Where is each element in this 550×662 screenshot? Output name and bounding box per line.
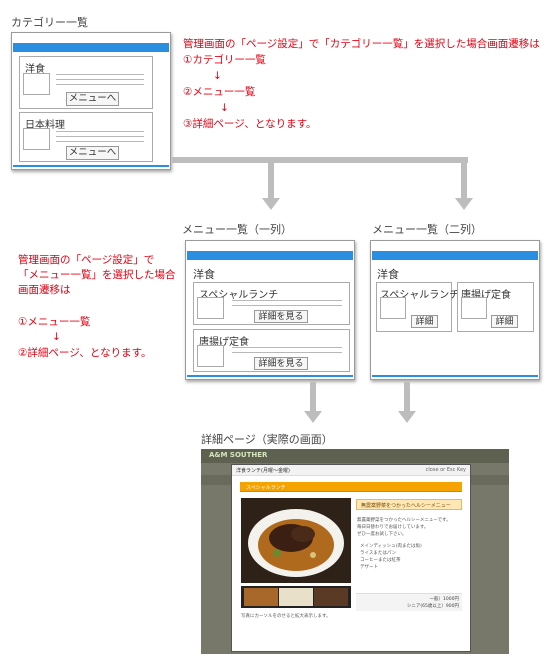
- arrow-head-icon: [398, 411, 416, 423]
- header-bar: [13, 43, 169, 52]
- footer-bar: [13, 165, 169, 167]
- menu-heading: 洋食: [193, 268, 215, 281]
- detail-page-screenshot: A&M SOUTHER 洋食ランチ(月曜〜金曜) close or Esc Ke…: [201, 449, 509, 654]
- item-title-bar: スペシャルランチ: [240, 482, 462, 492]
- thumbnail: [23, 128, 50, 150]
- category-item[interactable]: 洋食 メニューへ: [19, 56, 153, 109]
- background-header: [201, 449, 509, 463]
- detail-page-title: 詳細ページ（実際の画面）: [201, 433, 333, 446]
- thumbnail: [23, 73, 50, 95]
- menu-list-two-mockup: 洋食 スペシャルランチ 詳細 唐揚げ定食 詳細: [370, 240, 540, 380]
- list-item: メインディッシュ(肉または魚): [360, 544, 422, 549]
- down-arrow-icon: ↓: [220, 102, 229, 114]
- view-detail-button[interactable]: 詳細を見る: [254, 310, 308, 323]
- modal-title: 洋食ランチ(月曜〜金曜): [236, 468, 290, 474]
- menu-item-label: スペシャルランチ: [380, 290, 460, 301]
- thumbnail-strip: [241, 586, 351, 608]
- detail-modal: 洋食ランチ(月曜〜金曜) close or Esc Key スペシャルランチ 写…: [231, 464, 471, 652]
- connector-arrow: [461, 157, 467, 199]
- site-logo: A&M SOUTHER: [209, 451, 268, 459]
- photo-hint: 写真にカーソルをのせると拡大表示します。: [241, 614, 331, 619]
- thumbnail[interactable]: [314, 588, 348, 606]
- price-general: 一般）1000円: [429, 597, 459, 602]
- main-photo[interactable]: [241, 498, 351, 583]
- category-item-label: 日本料理: [25, 120, 65, 131]
- connector-arrow: [310, 382, 316, 412]
- detail-button[interactable]: 詳細: [411, 315, 438, 328]
- modal-header: 洋食ランチ(月曜〜金曜) close or Esc Key: [232, 465, 470, 476]
- list-item: ライスまたはパン: [360, 551, 397, 556]
- menu-item-label: 唐揚げ定食: [199, 337, 249, 348]
- detail-button[interactable]: 詳細: [491, 315, 518, 328]
- menu-heading: 洋食: [377, 268, 399, 281]
- note-line: 管理画面の「ページ設定」で: [18, 254, 155, 266]
- note-line: 画面遷移は: [18, 284, 71, 296]
- list-item: デザート: [360, 565, 378, 570]
- note-line: 「メニュー一覧」を選択した場合: [18, 269, 176, 281]
- down-arrow-icon: ↓: [213, 70, 222, 82]
- description: ぜひ一度お試し下さい。: [357, 532, 407, 537]
- to-menu-button[interactable]: メニューへ: [66, 92, 119, 106]
- note-line: ②メニュー一覧: [183, 86, 256, 98]
- note-line: ②詳細ページ、となります。: [18, 347, 152, 359]
- note-line: ③詳細ページ、となります。: [183, 118, 317, 130]
- thumbnail[interactable]: [244, 588, 278, 606]
- menu-item-label: 唐揚げ定食: [461, 290, 511, 301]
- header-bar: [187, 251, 353, 260]
- connector-arrow: [404, 382, 410, 412]
- category-list-mockup: 洋食 メニューへ 日本料理 メニューへ: [11, 32, 171, 170]
- menu-item[interactable]: スペシャルランチ 詳細を見る: [193, 282, 350, 325]
- header-bar: [372, 251, 538, 260]
- category-list-title: カテゴリー一覧: [11, 16, 88, 29]
- subtitle-box: 無農薬野菜をつかったヘルシーメニュー: [356, 499, 462, 510]
- menu-item-label: スペシャルランチ: [199, 290, 279, 301]
- view-detail-button[interactable]: 詳細を見る: [254, 357, 308, 370]
- connector-arrow: [172, 157, 468, 163]
- list-item: コーヒーまたは紅茶: [360, 558, 401, 563]
- arrow-head-icon: [262, 198, 280, 210]
- category-item[interactable]: 日本料理 メニューへ: [19, 112, 153, 162]
- menu-list-one-title: メニュー一覧（一列）: [182, 223, 292, 236]
- close-button[interactable]: close or Esc Key: [425, 467, 466, 473]
- thumbnail: [197, 345, 224, 367]
- thumbnail[interactable]: [279, 588, 313, 606]
- thumbnail: [380, 297, 406, 319]
- subtitle: 無農薬野菜をつかったヘルシーメニュー: [361, 503, 451, 509]
- menu-list-two-title: メニュー一覧（二列）: [372, 223, 482, 236]
- footer-bar: [187, 375, 353, 377]
- menu-item[interactable]: 唐揚げ定食 詳細を見る: [193, 329, 350, 372]
- down-arrow-icon: ↓: [52, 331, 61, 343]
- note-line: ①カテゴリー一覧: [183, 54, 266, 66]
- thumbnail: [197, 297, 224, 319]
- category-item-label: 洋食: [25, 64, 45, 75]
- arrow-head-icon: [455, 198, 473, 210]
- price-senior: シニア(65歳以上）900円: [406, 604, 459, 609]
- note-line: ①メニュー一覧: [18, 316, 91, 328]
- item-title: スペシャルランチ: [246, 485, 286, 491]
- menu-item[interactable]: スペシャルランチ 詳細: [376, 282, 459, 332]
- to-menu-button[interactable]: メニューへ: [66, 146, 119, 160]
- footer-bar: [372, 375, 538, 377]
- arrow-head-icon: [304, 411, 322, 423]
- description: 無農薬野菜をつかったヘルシーメニューです。: [357, 518, 451, 523]
- menu-item[interactable]: 唐揚げ定食 詳細: [457, 282, 534, 332]
- note-line: 管理画面の「ページ設定」で「カテゴリー一覧」を選択した場合画面遷移は: [183, 38, 540, 50]
- menu-list-one-mockup: 洋食 スペシャルランチ 詳細を見る 唐揚げ定食 詳細を見る: [185, 240, 355, 380]
- thumbnail: [461, 297, 487, 319]
- price-box: 一般）1000円 シニア(65歳以上）900円: [356, 593, 462, 611]
- connector-arrow: [268, 157, 274, 199]
- description: 毎日日替わりでお届けしています。: [357, 525, 429, 530]
- dish-photo-icon: [241, 498, 351, 583]
